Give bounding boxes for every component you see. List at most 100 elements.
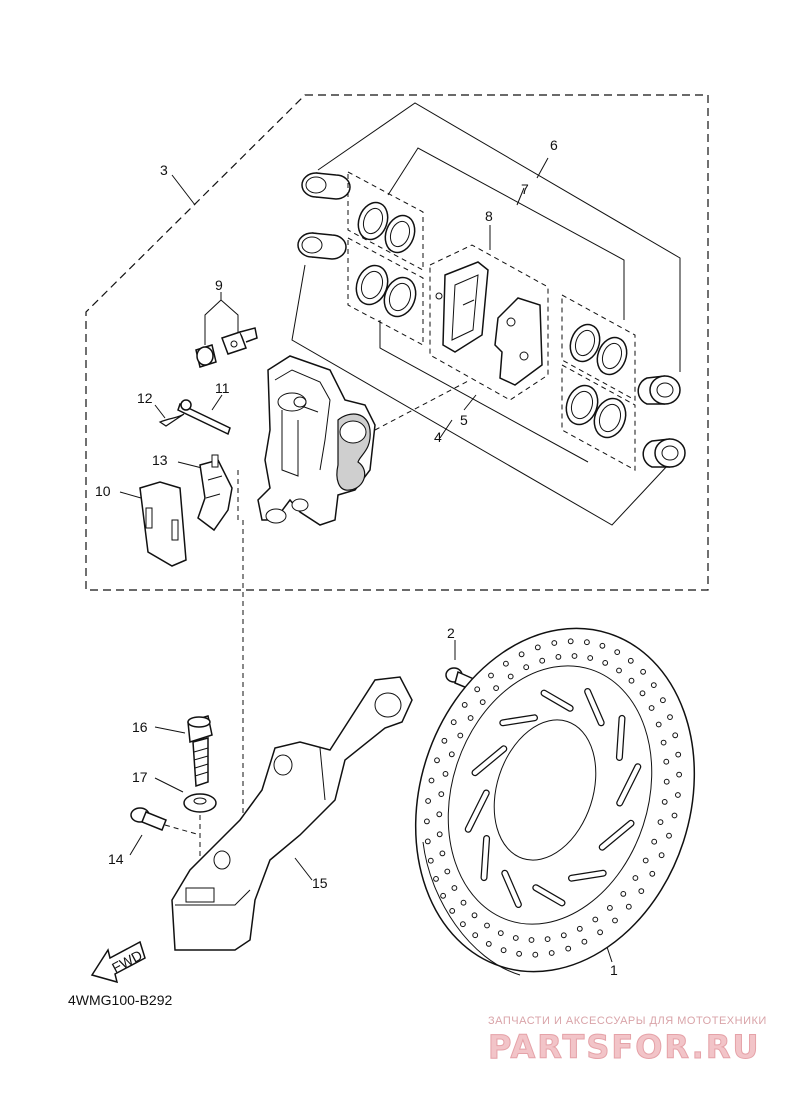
disc-drill-hole	[532, 951, 539, 958]
disc-drill-hole	[528, 937, 535, 943]
disc-slot	[599, 821, 634, 850]
disc-drill-hole	[424, 818, 430, 825]
small-bolt	[130, 807, 167, 831]
disc-drill-hole	[534, 644, 541, 651]
disc-drill-hole	[650, 682, 657, 688]
disc-slot	[585, 689, 604, 726]
disc-drill-hole	[614, 649, 621, 655]
callout-9: 9	[215, 277, 223, 293]
disc-slot	[533, 885, 565, 906]
callout-2: 2	[447, 625, 455, 641]
disc-drill-hole	[648, 705, 655, 711]
disc-drill-hole	[632, 875, 639, 881]
disc-drill-hole	[599, 642, 606, 649]
disc-drill-hole	[467, 715, 474, 721]
disc-drill-hole	[428, 777, 435, 784]
callout-7: 7	[521, 181, 529, 197]
callout-13: 13	[152, 452, 168, 468]
disc-drill-hole	[658, 852, 665, 859]
callout-3: 3	[160, 162, 168, 178]
disc-drill-hole	[667, 714, 673, 720]
disc-drill-hole	[444, 868, 451, 875]
disc-drill-hole	[663, 758, 670, 765]
bleed-screw-set	[195, 327, 258, 368]
pad-spring	[197, 454, 233, 532]
diagram-code: 4WMG100-B292	[68, 992, 172, 1008]
disc-drill-hole	[587, 655, 594, 661]
pad-shim	[139, 481, 187, 567]
disc-drill-hole	[484, 922, 490, 929]
disc-slot	[541, 690, 573, 711]
disc-drill-hole	[571, 653, 578, 659]
disc-drill-hole	[433, 876, 439, 882]
callout-10: 10	[95, 483, 111, 499]
disc-drill-hole	[602, 660, 609, 666]
disc-drill-hole	[424, 838, 431, 845]
disc-drill-hole	[493, 685, 500, 691]
callout-1: 1	[610, 962, 618, 978]
disc-drill-hole	[660, 739, 667, 746]
disc-drill-hole	[592, 916, 599, 923]
disc-drill-hole	[460, 899, 467, 906]
callout-8: 8	[485, 208, 493, 224]
disc-drill-hole	[584, 639, 590, 646]
disc-drill-hole	[642, 857, 649, 864]
callout-15: 15	[312, 875, 328, 891]
disc-drill-hole	[657, 819, 664, 825]
disc-drill-hole	[439, 850, 446, 857]
watermark-tagline: ЗАПЧАСТИ И АКСЕССУАРЫ ДЛЯ МОТОТЕХНИКИ	[488, 1015, 767, 1027]
disc-drill-hole	[649, 870, 656, 877]
disc-drill-hole	[438, 791, 445, 797]
disc-drill-hole	[671, 812, 678, 819]
disc-drill-hole	[436, 831, 443, 838]
callout-11: 11	[215, 380, 230, 396]
disc-drill-hole	[597, 929, 603, 936]
disc-slot	[465, 790, 489, 832]
disc-drill-hole	[660, 697, 666, 704]
disc-slot	[569, 870, 606, 881]
callout-4: 4	[434, 429, 442, 445]
disc-drill-hole	[581, 938, 588, 945]
disc-drill-hole	[449, 908, 456, 914]
disc-drill-hole	[425, 798, 432, 804]
disc-drill-hole	[442, 771, 449, 777]
caliper-bracket	[171, 676, 413, 951]
disc-drill-hole	[638, 888, 645, 894]
disc-drill-hole	[460, 921, 466, 928]
disc-drill-hole	[434, 757, 440, 764]
disc-drill-hole	[675, 751, 682, 758]
disc-drill-hole	[503, 660, 509, 667]
disc-drill-hole	[576, 925, 583, 932]
disc-drill-hole	[639, 690, 646, 697]
dust-seal-collars	[297, 172, 686, 468]
disc-slot	[472, 746, 507, 775]
bracket-bolt	[187, 715, 213, 788]
disc-drill-hole	[544, 936, 551, 942]
disc-drill-hole	[672, 732, 679, 739]
disc-drill-hole	[625, 903, 632, 910]
disc-drill-hole	[518, 651, 525, 658]
pin-clip	[158, 413, 185, 427]
disc-drill-hole	[607, 905, 613, 911]
disc-drill-hole	[448, 751, 455, 758]
caliper-assembly-boundary	[85, 94, 709, 591]
callout-14: 14	[108, 851, 124, 867]
washer	[183, 793, 217, 813]
disc-drill-hole	[440, 892, 447, 899]
disc-drill-hole	[427, 857, 434, 864]
callout-numbers: 1 2 3 4 5 6 7 8 9 10 11 12 13 14 15 16 1…	[95, 137, 618, 978]
disc-drill-hole	[676, 771, 682, 778]
disc-drill-hole	[567, 638, 574, 645]
disc-drill-hole	[474, 686, 481, 693]
disc-drill-hole	[551, 640, 558, 646]
disc-drill-hole	[628, 677, 635, 684]
disc-drill-hole	[612, 917, 618, 924]
fwd-arrow: FWD	[90, 940, 146, 984]
disc-drill-hole	[555, 654, 562, 660]
disc-drill-hole	[516, 950, 522, 957]
disc-drill-hole	[666, 832, 672, 839]
disc-drill-hole	[651, 838, 658, 845]
disc-drill-hole	[661, 799, 668, 805]
disc-drill-hole	[479, 699, 486, 705]
